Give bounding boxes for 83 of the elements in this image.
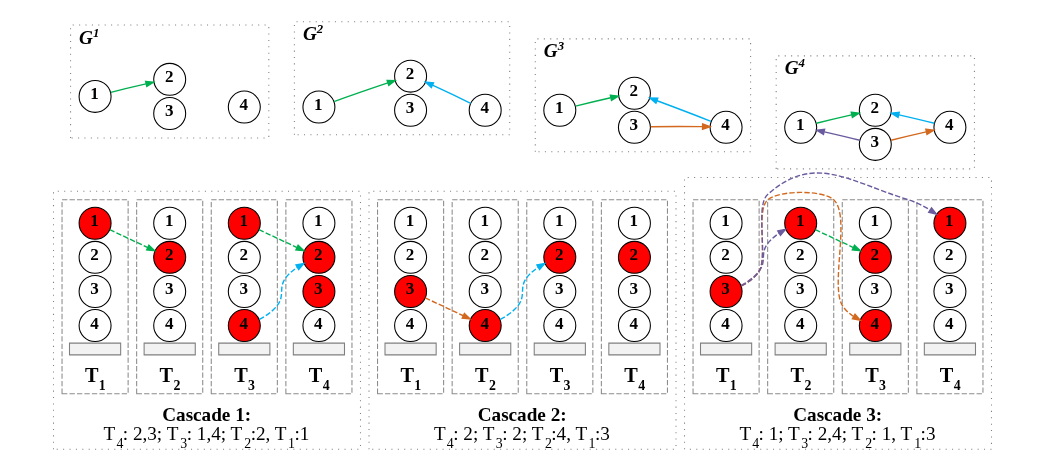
arrow [814,228,863,252]
node-circle: 4 [468,93,502,127]
arrow [423,80,472,104]
node-circle: 3 [394,274,428,308]
node-circle: 4 [543,308,577,342]
node-circle: 1 [784,206,818,240]
node-circle: 4 [227,308,261,342]
node-circle: 2 [153,62,187,96]
node-circle: 4 [153,308,187,342]
node-circle: 2 [617,240,651,274]
node-circle: 1 [78,79,112,113]
node-circle: 3 [302,274,336,308]
node-circle: 4 [784,308,818,342]
arrow [649,122,713,130]
arrow [574,93,621,107]
arrow [110,80,156,93]
arrow [740,227,788,286]
node-circle: 4 [709,110,743,144]
node-circle: 1 [709,206,743,240]
node-circle: 1 [394,206,428,240]
arrow [258,261,306,320]
node-circle: 3 [617,274,651,308]
node-circle: 2 [709,240,743,274]
node-circle: 3 [709,274,743,308]
node-circle: 2 [468,240,502,274]
node-circle: 1 [543,93,577,127]
node-circle: 1 [302,90,336,124]
arrow [740,171,939,287]
arrow [333,79,398,102]
node-circle: 3 [153,274,187,308]
node-circle: 3 [858,127,892,161]
node-circle: 2 [153,240,187,274]
node-circle: 1 [858,206,892,240]
node-circle: 1 [227,206,261,240]
node-circle: 2 [933,240,967,274]
node-circle: 1 [784,110,818,144]
node-circle: 2 [78,240,112,274]
node-circle: 3 [858,274,892,308]
node-circle: 4 [302,308,336,342]
node-circle: 2 [858,93,892,127]
node-circle: 3 [617,110,651,144]
arrow [499,261,547,320]
node-circle: 4 [78,308,112,342]
arrow [815,110,862,124]
arrow [109,228,157,252]
node-circle: 2 [784,240,818,274]
node-circle: 2 [394,240,428,274]
node-circle: 3 [394,93,428,127]
node-circle: 1 [933,206,967,240]
node-circle: 2 [543,240,577,274]
arrow [890,128,936,141]
arrow [258,228,306,252]
node-circle: 3 [153,96,187,130]
node-circle: 3 [543,274,577,308]
node-circle: 4 [617,308,651,342]
node-circle: 4 [933,308,967,342]
node-circle: 4 [468,308,502,342]
arrow [424,296,472,320]
node-circle: 2 [302,240,336,274]
node-circle: 2 [858,240,892,274]
node-circle: 4 [394,308,428,342]
node-circle: 1 [468,206,502,240]
node-circle: 3 [468,274,502,308]
node-circle: 1 [543,206,577,240]
node-circle: 2 [394,59,428,93]
node-circle: 1 [78,206,112,240]
node-circle: 3 [227,274,261,308]
node-circle: 1 [302,206,336,240]
node-circle: 1 [153,206,187,240]
node-circle: 4 [709,308,743,342]
node-circle: 3 [78,274,112,308]
node-circle: 4 [933,110,967,144]
node-circle: 4 [227,90,261,124]
node-circle: 3 [933,274,967,308]
arrow [740,191,863,321]
node-circle: 3 [784,274,818,308]
arrow [889,110,936,124]
node-circle: 4 [858,308,892,342]
arrow [647,96,712,122]
node-circle: 2 [227,240,261,274]
node-circle: 2 [617,76,651,110]
arrow [814,127,861,141]
node-circle: 1 [617,206,651,240]
